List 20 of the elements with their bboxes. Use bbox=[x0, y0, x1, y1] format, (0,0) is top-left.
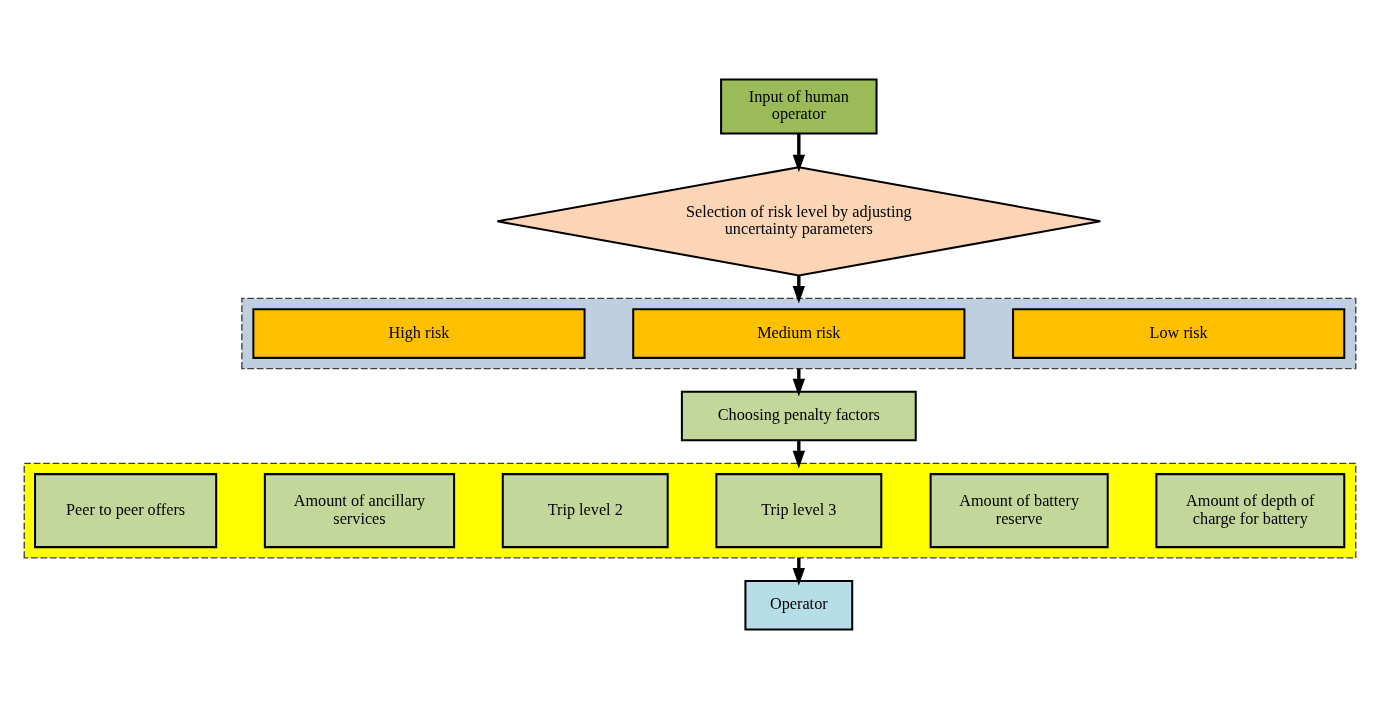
cluster bbox=[241, 297, 1357, 370]
cluster bbox=[23, 462, 1357, 559]
node-box: Amount of depth of charge for battery bbox=[1155, 473, 1346, 549]
arrow bbox=[792, 275, 805, 304]
node-diamond: Selection of risk level by adjusting uncertainty parameters bbox=[496, 166, 1102, 277]
node-box: Peer to peer offers bbox=[34, 473, 218, 549]
node-box: Input of human operator bbox=[720, 78, 878, 135]
node-box: Low risk bbox=[1012, 308, 1346, 359]
arrow bbox=[792, 440, 805, 469]
node-box: Operator bbox=[744, 579, 854, 631]
node-box: Amount of battery reserve bbox=[929, 473, 1109, 549]
node-box: High risk bbox=[252, 308, 586, 359]
node-box: Choosing penalty factors bbox=[680, 390, 917, 442]
node-box: Amount of ancillary services bbox=[263, 473, 456, 549]
node-box: Medium risk bbox=[632, 308, 966, 359]
node-box: Trip level 3 bbox=[715, 473, 883, 549]
arrow bbox=[792, 368, 805, 397]
node-box: Trip level 2 bbox=[501, 473, 669, 549]
arrow bbox=[792, 133, 805, 173]
arrow bbox=[792, 557, 805, 586]
